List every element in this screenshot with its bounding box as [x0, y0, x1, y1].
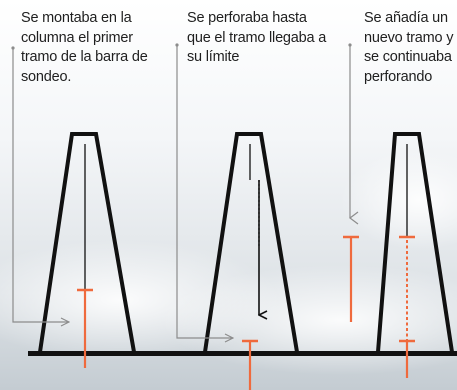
derrick-tower-icon	[203, 132, 299, 353]
step-1-drill-rod	[77, 288, 93, 368]
step-1-derrick	[38, 132, 136, 353]
leader-arrow-icon	[12, 48, 69, 322]
derrick-tower-icon	[376, 132, 454, 353]
step-2-caption: Se perforaba hasta que el tramo llegaba …	[187, 10, 327, 65]
step-2-drill-rod	[242, 339, 258, 390]
step-3-derrick	[376, 132, 454, 353]
leader-dot	[11, 46, 15, 50]
leader-dot	[175, 43, 179, 47]
step-3-new-rod	[343, 235, 359, 322]
step-1-caption: Se montaba en la columna el primer tramo…	[21, 10, 148, 85]
cloud	[340, 150, 457, 250]
leader-dot	[348, 43, 352, 47]
ground-line	[28, 351, 457, 356]
step-3-drill-rod	[399, 235, 415, 378]
step-2-derrick	[203, 132, 299, 353]
derrick-tower-icon	[38, 132, 136, 353]
leader-arrow-icon	[176, 45, 233, 338]
